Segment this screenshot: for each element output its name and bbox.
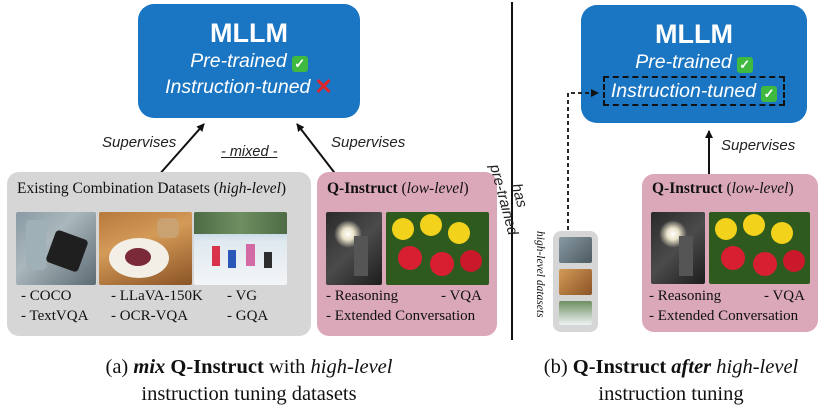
check-icon: ✓: [291, 56, 308, 72]
arrows-right: [567, 89, 713, 230]
existing-datasets-panel: Existing Combination Datasets (high-leve…: [7, 172, 311, 336]
pretrained-label: Pre-trained: [190, 50, 287, 72]
qinstruct-extended-conversation-right: - Extended Conversation: [649, 308, 799, 324]
caption-a-line2: instruction tuning datasets: [141, 383, 357, 405]
check-icon: ✓: [761, 86, 778, 102]
arrow-supervises-right: [296, 123, 338, 177]
coco-phone-image: [16, 212, 96, 285]
flowers-image-right: [709, 212, 810, 284]
highlevel-datasets-panel: [553, 231, 598, 332]
arrows-left: [157, 123, 338, 177]
pretrained-label-right: Pre-trained: [635, 51, 732, 73]
cross-icon: ✕: [314, 74, 333, 99]
thumb-food: [559, 269, 592, 295]
divider: [511, 2, 513, 340]
arrow-supervises-left: [157, 123, 205, 177]
arrow-has-pretrained: [567, 89, 599, 230]
qinstruct-reasoning: - Reasoning: [326, 288, 399, 304]
qinstruct-vqa-right: - VQA: [764, 288, 805, 304]
flowers-image: [386, 212, 489, 285]
lamp-image: [326, 212, 382, 285]
existing-datasets-title: Existing Combination Datasets (high-leve…: [17, 180, 287, 197]
dataset-ocrvqa: - OCR-VQA: [111, 308, 189, 324]
mllm-box-left: MLLM Pre-trained✓ Instruction-tuned✕: [138, 4, 360, 118]
qinstruct-title-right: Q-Instruct (low-level): [652, 180, 794, 197]
dataset-vg: - VG: [227, 288, 258, 304]
thumb-ski: [559, 301, 592, 325]
instruction-tuned-label: Instruction-tuned: [165, 76, 311, 98]
caption-b: (b) Q-Instruct after high-level instruct…: [519, 354, 823, 408]
qinstruct-extended-conversation: - Extended Conversation: [326, 308, 476, 324]
caption-b-line2: instruction tuning: [598, 383, 744, 405]
mllm-box-right: MLLM Pre-trained✓ Instruction-tuned✓: [581, 5, 807, 123]
caption-b-line1: (b) Q-Instruct after high-level: [543, 356, 799, 378]
check-icon: ✓: [736, 57, 753, 73]
dataset-gqa: - GQA: [227, 308, 269, 324]
instruction-tuned-label-right: Instruction-tuned: [610, 80, 757, 102]
supervises-label-left: Supervises: [102, 134, 177, 151]
pretrained-line-right: Pre-trained✓: [581, 49, 807, 75]
caption-a-line1: (a) mix Q-Instruct with high-level: [105, 356, 393, 378]
pretrained-line: Pre-trained✓: [138, 48, 360, 74]
mixed-label: - mixed -: [221, 144, 278, 160]
mllm-title-right: MLLM: [655, 19, 733, 49]
llava-food-image: [99, 212, 192, 285]
vg-ski-image: [194, 212, 287, 285]
dataset-llava: - LLaVA-150K: [111, 288, 203, 304]
instruction-tuned-line-right: Instruction-tuned✓: [602, 76, 786, 106]
dataset-textvqa: - TextVQA: [21, 308, 89, 324]
qinstruct-panel-right: Q-Instruct (low-level) - Reasoning - VQA…: [642, 174, 818, 332]
qinstruct-title: Q-Instruct (low-level): [327, 180, 469, 197]
highlevel-datasets-label: high-level datasets: [534, 231, 546, 318]
supervises-label-right: Supervises: [331, 134, 406, 151]
qinstruct-panel-left: Q-Instruct (low-level) - Reasoning - VQA…: [317, 172, 497, 336]
caption-a: (a) mix Q-Instruct with high-level instr…: [14, 354, 484, 408]
mllm-title: MLLM: [210, 18, 288, 48]
qinstruct-vqa: - VQA: [441, 288, 482, 304]
thumb-phone: [559, 237, 592, 263]
qinstruct-reasoning-right: - Reasoning: [649, 288, 722, 304]
lamp-image-right: [651, 212, 705, 284]
supervises-label-b: Supervises: [721, 137, 796, 154]
dataset-coco: - COCO: [21, 288, 72, 304]
instruction-tuned-line: Instruction-tuned✕: [138, 74, 360, 100]
